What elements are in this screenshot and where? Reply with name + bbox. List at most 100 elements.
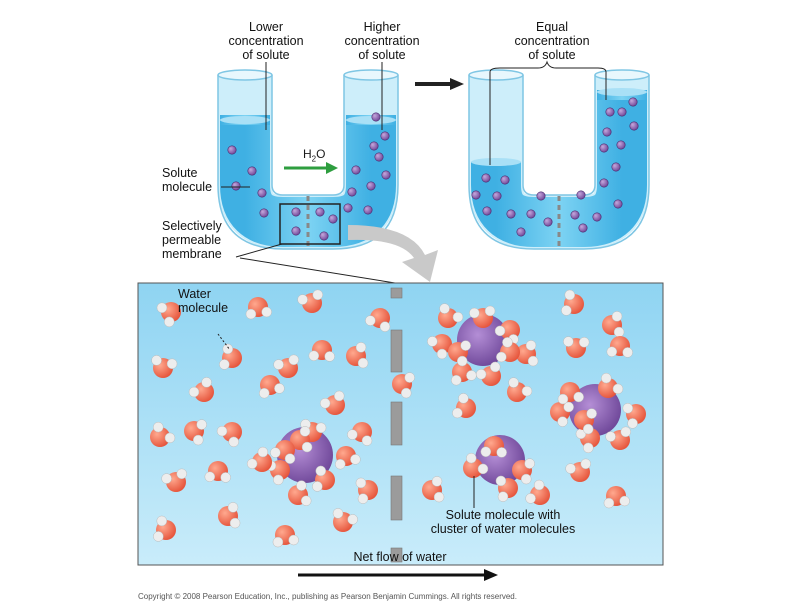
solute-molecule [291, 207, 301, 217]
net-flow-arrow-icon [298, 569, 498, 581]
solute-molecule [543, 217, 553, 227]
water-molecule [550, 401, 574, 427]
solute-molecule [257, 188, 267, 198]
solute-molecule [315, 207, 325, 217]
copyright-text: Copyright © 2008 Pearson Education, Inc.… [138, 592, 517, 601]
water-left-tube [220, 120, 396, 247]
water-molecule [297, 289, 323, 313]
water-molecule [290, 426, 313, 453]
water-molecule [494, 320, 520, 345]
zoom-arrow-icon [348, 225, 438, 282]
water-molecule [270, 440, 296, 464]
water-molecule [598, 372, 624, 398]
water-molecule [308, 340, 335, 362]
solute-molecule [613, 199, 623, 209]
water-molecule [516, 340, 539, 367]
water-molecule [246, 446, 272, 472]
solute-molecule [369, 141, 379, 151]
water-molecule [575, 428, 600, 454]
water-molecule [272, 525, 299, 548]
water-molecule [392, 372, 415, 399]
solute-molecule [628, 97, 638, 107]
solute-molecule [363, 205, 373, 215]
water-molecule [438, 303, 464, 328]
water-molecule [219, 343, 242, 370]
water-molecule [218, 502, 241, 529]
solute-molecule [500, 175, 510, 185]
solute-molecule [371, 112, 381, 122]
solute-molecule [227, 145, 237, 155]
solute-molecule [578, 223, 588, 233]
solute-molecule [374, 152, 384, 162]
solute-group-right [471, 97, 639, 237]
solute-molecule [617, 107, 627, 117]
solute-molecule [259, 208, 269, 218]
water-molecule [475, 361, 501, 386]
solute-molecule [291, 226, 301, 236]
solute-group-left [227, 112, 391, 241]
solute-molecule [366, 181, 376, 191]
water-molecule [557, 382, 584, 405]
solute-molecule [506, 209, 516, 219]
water-molecule [422, 476, 445, 503]
solute-molecule [536, 191, 546, 201]
water-molecule [332, 508, 358, 532]
water-molecule [525, 479, 550, 505]
solute-molecule [616, 140, 626, 150]
water-molecule [355, 477, 378, 504]
zoom-connector [235, 225, 438, 284]
membrane-segment [390, 401, 403, 446]
solute-molecule [482, 206, 492, 216]
solute-molecule [605, 107, 615, 117]
label-net-flow: Net flow of water [353, 550, 447, 564]
solute-molecule [576, 190, 586, 200]
u-tube-after [468, 60, 650, 250]
water-molecule [150, 421, 176, 447]
water-molecule [603, 486, 630, 509]
water-molecule [188, 377, 214, 402]
water-molecule [563, 336, 590, 358]
water-molecule [161, 468, 187, 492]
membrane-segment [390, 329, 403, 373]
water-molecule [565, 458, 591, 482]
water-molecule [347, 422, 373, 446]
water-molecule [151, 355, 178, 378]
water-molecule [153, 515, 176, 542]
water-molecule [427, 334, 452, 360]
solute-molecule [319, 231, 329, 241]
water-molecule [259, 375, 285, 399]
water-molecule [448, 340, 471, 367]
solute-molecule [471, 190, 481, 200]
zoom-panel [137, 282, 664, 566]
solute-molecule [231, 181, 241, 191]
solute-molecule [629, 121, 639, 131]
water-molecule [288, 480, 312, 506]
water-molecule [463, 452, 489, 478]
solute-molecule [599, 178, 609, 188]
water-molecule [602, 311, 625, 338]
water-molecule [496, 337, 520, 363]
water-molecule [606, 336, 633, 358]
solute-molecule [526, 209, 536, 219]
water-molecule [574, 408, 597, 435]
water-molecule [469, 305, 496, 328]
water-molecule [312, 465, 335, 492]
water-molecule [365, 308, 391, 332]
water-molecule [507, 377, 533, 402]
solute-molecule [247, 166, 257, 176]
water-molecule [319, 390, 345, 415]
water-molecule [335, 446, 361, 470]
membrane-segment [390, 475, 403, 521]
water-molecule [156, 302, 181, 328]
water-molecule [273, 354, 299, 378]
water-molecule [204, 461, 231, 483]
solute-molecule [592, 212, 602, 222]
process-arrow-icon [415, 78, 464, 90]
u-tube-before [217, 62, 399, 250]
